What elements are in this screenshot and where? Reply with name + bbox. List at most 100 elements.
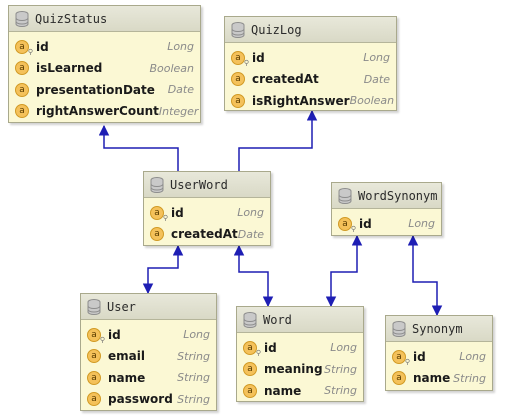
attribute-name: id [108,327,121,342]
primary-key-icon: a⚲ [338,216,356,232]
field-icon: a [243,362,257,377]
attribute-row[interactable]: a⚲ id Long [9,36,200,58]
attribute-row[interactable]: a presentationDate Date [9,79,200,101]
edge-quizstatus-userword [98,124,179,171]
attribute-type: Long [237,206,264,220]
attribute-type: Long [408,217,435,231]
field-icon: a [231,93,245,108]
field-icon: a [231,72,245,87]
attribute-name: isLearned [36,61,103,76]
attribute-name: meaning [264,362,323,377]
attribute-list: a⚲ id Long a createdAt Date a isRightAns… [225,47,396,112]
attribute-name: createdAt [171,227,238,242]
edge-userword-word [233,244,274,308]
attribute-type: Boolean [349,94,395,108]
attribute-name: isRightAnswer [252,93,350,108]
entity-title: QuizStatus [35,11,108,26]
field-icon: a [15,104,29,119]
field-icon: a [150,227,164,242]
edge-userword-user [142,244,184,295]
attribute-type: String [324,362,357,376]
attribute-row[interactable]: a⚲ id Long [81,324,216,346]
attribute-row[interactable]: a name String [386,368,492,390]
attribute-type: Integer [158,104,199,118]
attribute-row[interactable]: a email String [81,346,216,368]
attribute-row[interactable]: a name String [81,367,216,389]
attribute-name: createdAt [252,72,319,87]
entity-quizlog[interactable]: QuizLog a⚲ id Long a createdAt Date a is… [224,16,397,111]
entity-title: WordSynonym [358,188,438,203]
attribute-row[interactable]: a password String [81,389,216,411]
entity-title: UserWord [170,177,228,192]
attribute-row[interactable]: a isRightAnswer Boolean [225,90,396,112]
attribute-type: String [177,371,210,385]
attribute-type: String [453,371,486,385]
attribute-list: a⚲ id Long a createdAt Date [144,202,270,245]
attribute-type: Date [237,227,265,241]
field-icon: a [87,392,101,407]
field-icon: a [87,349,101,364]
attribute-name: id [413,349,426,364]
database-table-icon [231,21,245,38]
database-table-icon [243,311,257,328]
primary-key-icon: a⚲ [15,39,33,55]
database-table-icon [15,10,29,27]
primary-key-icon: a⚲ [392,349,410,365]
attribute-list: a⚲ id Long a meaning String a name Strin… [237,337,363,402]
attribute-row[interactable]: a meaning String [237,359,363,381]
database-table-icon [338,187,352,204]
entity-wordsynonym[interactable]: WordSynonym a⚲ id Long [331,182,442,236]
attribute-name: password [108,392,173,407]
entity-title: User [107,299,136,314]
attribute-name: id [36,39,49,54]
attribute-row[interactable]: a⚲ id Long [386,346,492,368]
entity-user[interactable]: User a⚲ id Long a email String a name St… [80,293,217,411]
entity-header: QuizStatus [9,6,200,32]
entity-synonym[interactable]: Synonym a⚲ id Long a name String [385,315,493,391]
field-icon: a [15,61,29,76]
attribute-row[interactable]: a⚲ id Long [332,213,441,235]
attribute-list: a⚲ id Long a isLearned Boolean a present… [9,36,200,122]
attribute-row[interactable]: a createdAt Date [144,224,270,246]
edge-wordsynonym-synonym [407,234,443,317]
attribute-type: Long [183,328,210,342]
attribute-type: Long [167,40,194,54]
attribute-type: String [324,384,357,398]
attribute-row[interactable]: a createdAt Date [225,69,396,91]
attribute-type: Long [459,350,486,364]
attribute-type: Long [330,341,357,355]
attribute-row[interactable]: a rightAnswerCount Integer [9,101,200,123]
entity-userword[interactable]: UserWord a⚲ id Long a createdAt Date [143,171,271,246]
attribute-row[interactable]: a name String [237,380,363,402]
entity-word[interactable]: Word a⚲ id Long a meaning String a name … [236,306,364,402]
attribute-row[interactable]: a⚲ id Long [144,202,270,224]
attribute-name: presentationDate [36,82,155,97]
attribute-type: String [177,349,210,363]
database-table-icon [87,298,101,315]
entity-header: Word [237,307,363,333]
database-table-icon [150,176,164,193]
entity-title: Synonym [412,321,463,336]
attribute-list: a⚲ id Long a email String a name String … [81,324,216,410]
entity-header: UserWord [144,172,270,198]
entity-quizstatus[interactable]: QuizStatus a⚲ id Long a isLearned Boolea… [8,5,201,123]
database-table-icon [392,320,406,337]
attribute-row[interactable]: a⚲ id Long [225,47,396,69]
attribute-list: a⚲ id Long [332,213,441,235]
attribute-name: rightAnswerCount [36,104,159,119]
attribute-name: name [108,370,146,385]
attribute-row[interactable]: a isLearned Boolean [9,58,200,80]
field-icon: a [392,371,406,386]
attribute-row[interactable]: a⚲ id Long [237,337,363,359]
edge-wordsynonym-word [325,234,363,308]
entity-header: QuizLog [225,17,396,43]
attribute-type: Long [363,51,390,65]
attribute-name: email [108,349,145,364]
attribute-name: id [359,216,372,231]
entity-title: Word [263,312,292,327]
field-icon: a [243,383,257,398]
attribute-type: Date [167,83,194,97]
attribute-list: a⚲ id Long a name String [386,346,492,389]
attribute-name: name [413,371,451,386]
